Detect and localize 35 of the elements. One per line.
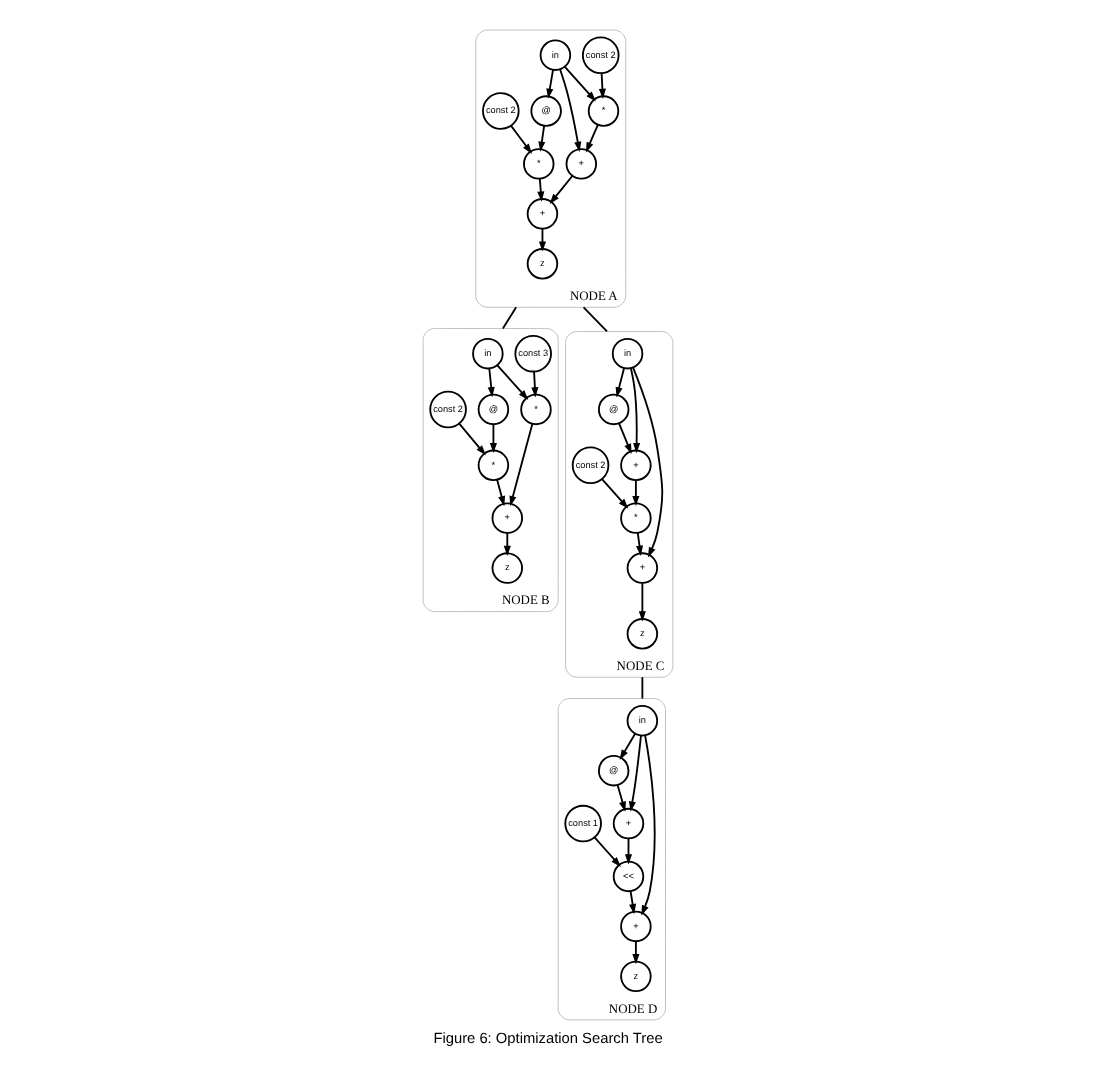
arrow: [635, 532, 644, 556]
arrow: [632, 479, 640, 507]
arrow: [549, 175, 574, 204]
arrow: [531, 370, 539, 398]
arrow: [618, 422, 632, 454]
arrow: [496, 364, 529, 400]
arrow: [546, 69, 554, 99]
connector: [501, 306, 517, 330]
connector: [641, 676, 644, 700]
arrow: [538, 124, 546, 152]
arrow: [616, 784, 626, 812]
arrow: [489, 423, 497, 454]
arrow: [638, 582, 646, 622]
arrow: [632, 366, 664, 558]
arrow: [585, 123, 599, 153]
arrow: [628, 734, 642, 812]
arrow: [641, 734, 656, 916]
arrow: [632, 940, 640, 965]
arrow: [629, 890, 637, 915]
caption: Figure 6: Optimization Search Tree: [433, 1028, 663, 1047]
arrow: [630, 367, 641, 454]
arrow: [593, 836, 621, 867]
arrow: [458, 422, 486, 456]
arrow: [559, 68, 582, 152]
arrow: [509, 423, 534, 507]
arrow: [619, 732, 637, 760]
arrow: [503, 532, 511, 556]
arrow: [615, 367, 625, 398]
arrow: [563, 65, 596, 102]
arrow: [496, 478, 506, 507]
arrow: [598, 72, 606, 99]
arrow: [601, 478, 629, 509]
arrow: [487, 367, 495, 398]
connector: [582, 306, 608, 333]
arrow: [510, 124, 533, 154]
